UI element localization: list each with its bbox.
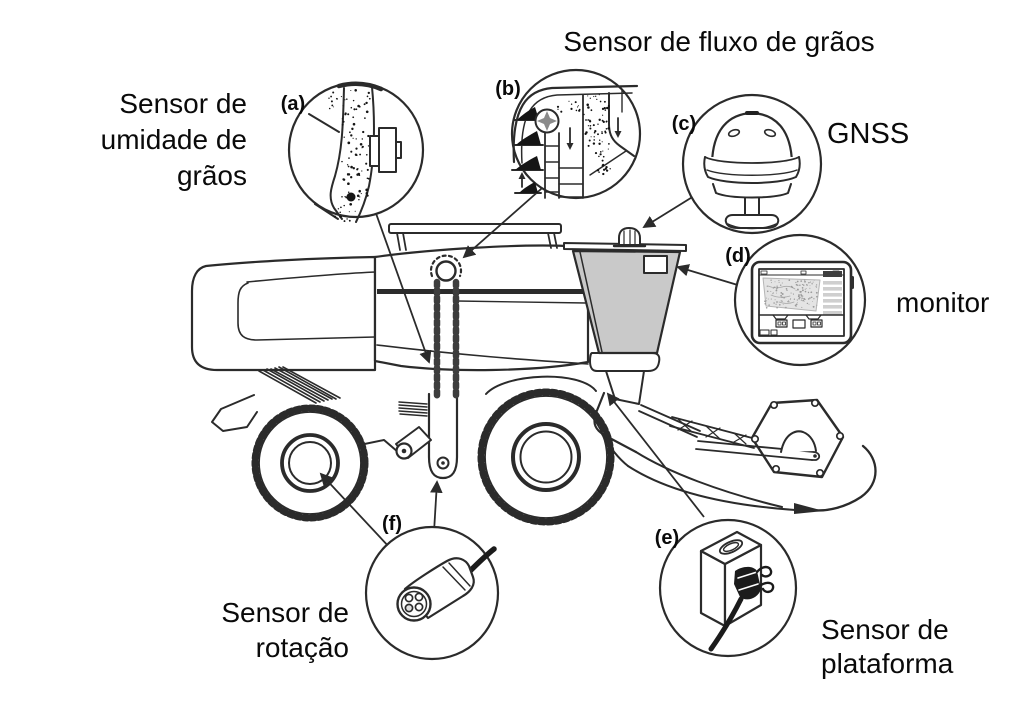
callout-c-gnss <box>681 93 823 235</box>
elevator-boot <box>395 392 459 480</box>
label-gnss: GNSS <box>827 118 909 150</box>
leader-line-f-boot <box>430 480 443 533</box>
rear-wheel <box>251 404 369 522</box>
cab <box>563 227 687 355</box>
leader-lines <box>319 181 742 550</box>
callout-letters: (a) (b) (c) (d) (e) (f) <box>281 78 751 549</box>
clean-grain-elevator-dashed <box>429 254 463 401</box>
roof-rack <box>388 223 562 251</box>
map-texture-dots <box>764 279 818 309</box>
callout-letter-c: (c) <box>672 113 696 135</box>
platform-sensor-bracket <box>699 530 775 652</box>
label-grain-moisture-line2: umidade de <box>101 124 247 155</box>
callout-letter-d: (d) <box>725 245 751 267</box>
label-grain-moisture-line1: Sensor de <box>119 88 247 119</box>
callout-a-moisture-sensor <box>287 81 425 223</box>
leader-line-f-wheel <box>319 472 392 550</box>
reel-support-truss <box>669 416 757 449</box>
crop-divider <box>810 444 877 512</box>
gnss-dome-illustration <box>703 111 801 230</box>
label-platform-line2: plataforma <box>821 648 954 679</box>
label-grain-flow-sensor: Sensor de fluxo de grãos <box>563 26 874 57</box>
callout-a-circle <box>287 81 425 219</box>
leader-line-b <box>462 181 550 259</box>
monitor-tablet-illustration <box>750 260 854 345</box>
straw-spreader <box>211 366 399 453</box>
header-platform <box>593 391 877 514</box>
grain-dots-a-bottom <box>333 206 356 223</box>
rear-hood <box>190 255 378 372</box>
leader-line-e <box>606 392 705 518</box>
sensor-labels: Sensor de fluxo de grãos Sensor de umida… <box>101 26 990 679</box>
cab-monitor-window <box>643 255 668 274</box>
moisture-sensor-device <box>369 127 402 173</box>
rotation-sensor-plug <box>396 546 497 622</box>
label-grain-moisture-line3: grãos <box>177 160 247 191</box>
leader-line-a <box>372 204 432 364</box>
label-platform-line1: Sensor de <box>821 614 949 645</box>
callout-letter-f: (f) <box>382 513 402 535</box>
grain-dots-b2 <box>594 148 611 176</box>
callout-letter-e: (e) <box>655 527 679 549</box>
flow-sensor-position-circle <box>435 260 457 282</box>
grain-dots-a-top <box>328 91 342 110</box>
callout-letter-b: (b) <box>495 78 521 100</box>
leader-line-d <box>676 264 742 287</box>
front-wheel <box>477 388 615 526</box>
callout-letter-a: (a) <box>281 93 305 115</box>
flow-arrows <box>518 117 622 188</box>
machine-body <box>373 244 597 395</box>
label-rotation-line1: Sensor de <box>221 597 349 628</box>
gnss-antenna-on-roof <box>612 227 647 248</box>
callout-b-flow-sensor <box>510 68 642 200</box>
grain-dots-a <box>341 89 371 207</box>
reel-frame-hexagon <box>750 398 845 479</box>
leader-line-c <box>642 195 695 228</box>
grain-piles <box>515 107 541 193</box>
label-monitor: monitor <box>896 287 989 318</box>
feeder-house <box>589 352 661 405</box>
grain-dots-b3 <box>556 100 581 113</box>
callout-e-platform-sensor <box>658 518 798 658</box>
grain-dots-b <box>583 94 611 147</box>
callout-f-rotation-sensor <box>364 525 500 661</box>
label-rotation-line2: rotação <box>256 632 349 663</box>
callout-b-circle <box>510 68 642 200</box>
callout-d-monitor <box>733 233 867 367</box>
